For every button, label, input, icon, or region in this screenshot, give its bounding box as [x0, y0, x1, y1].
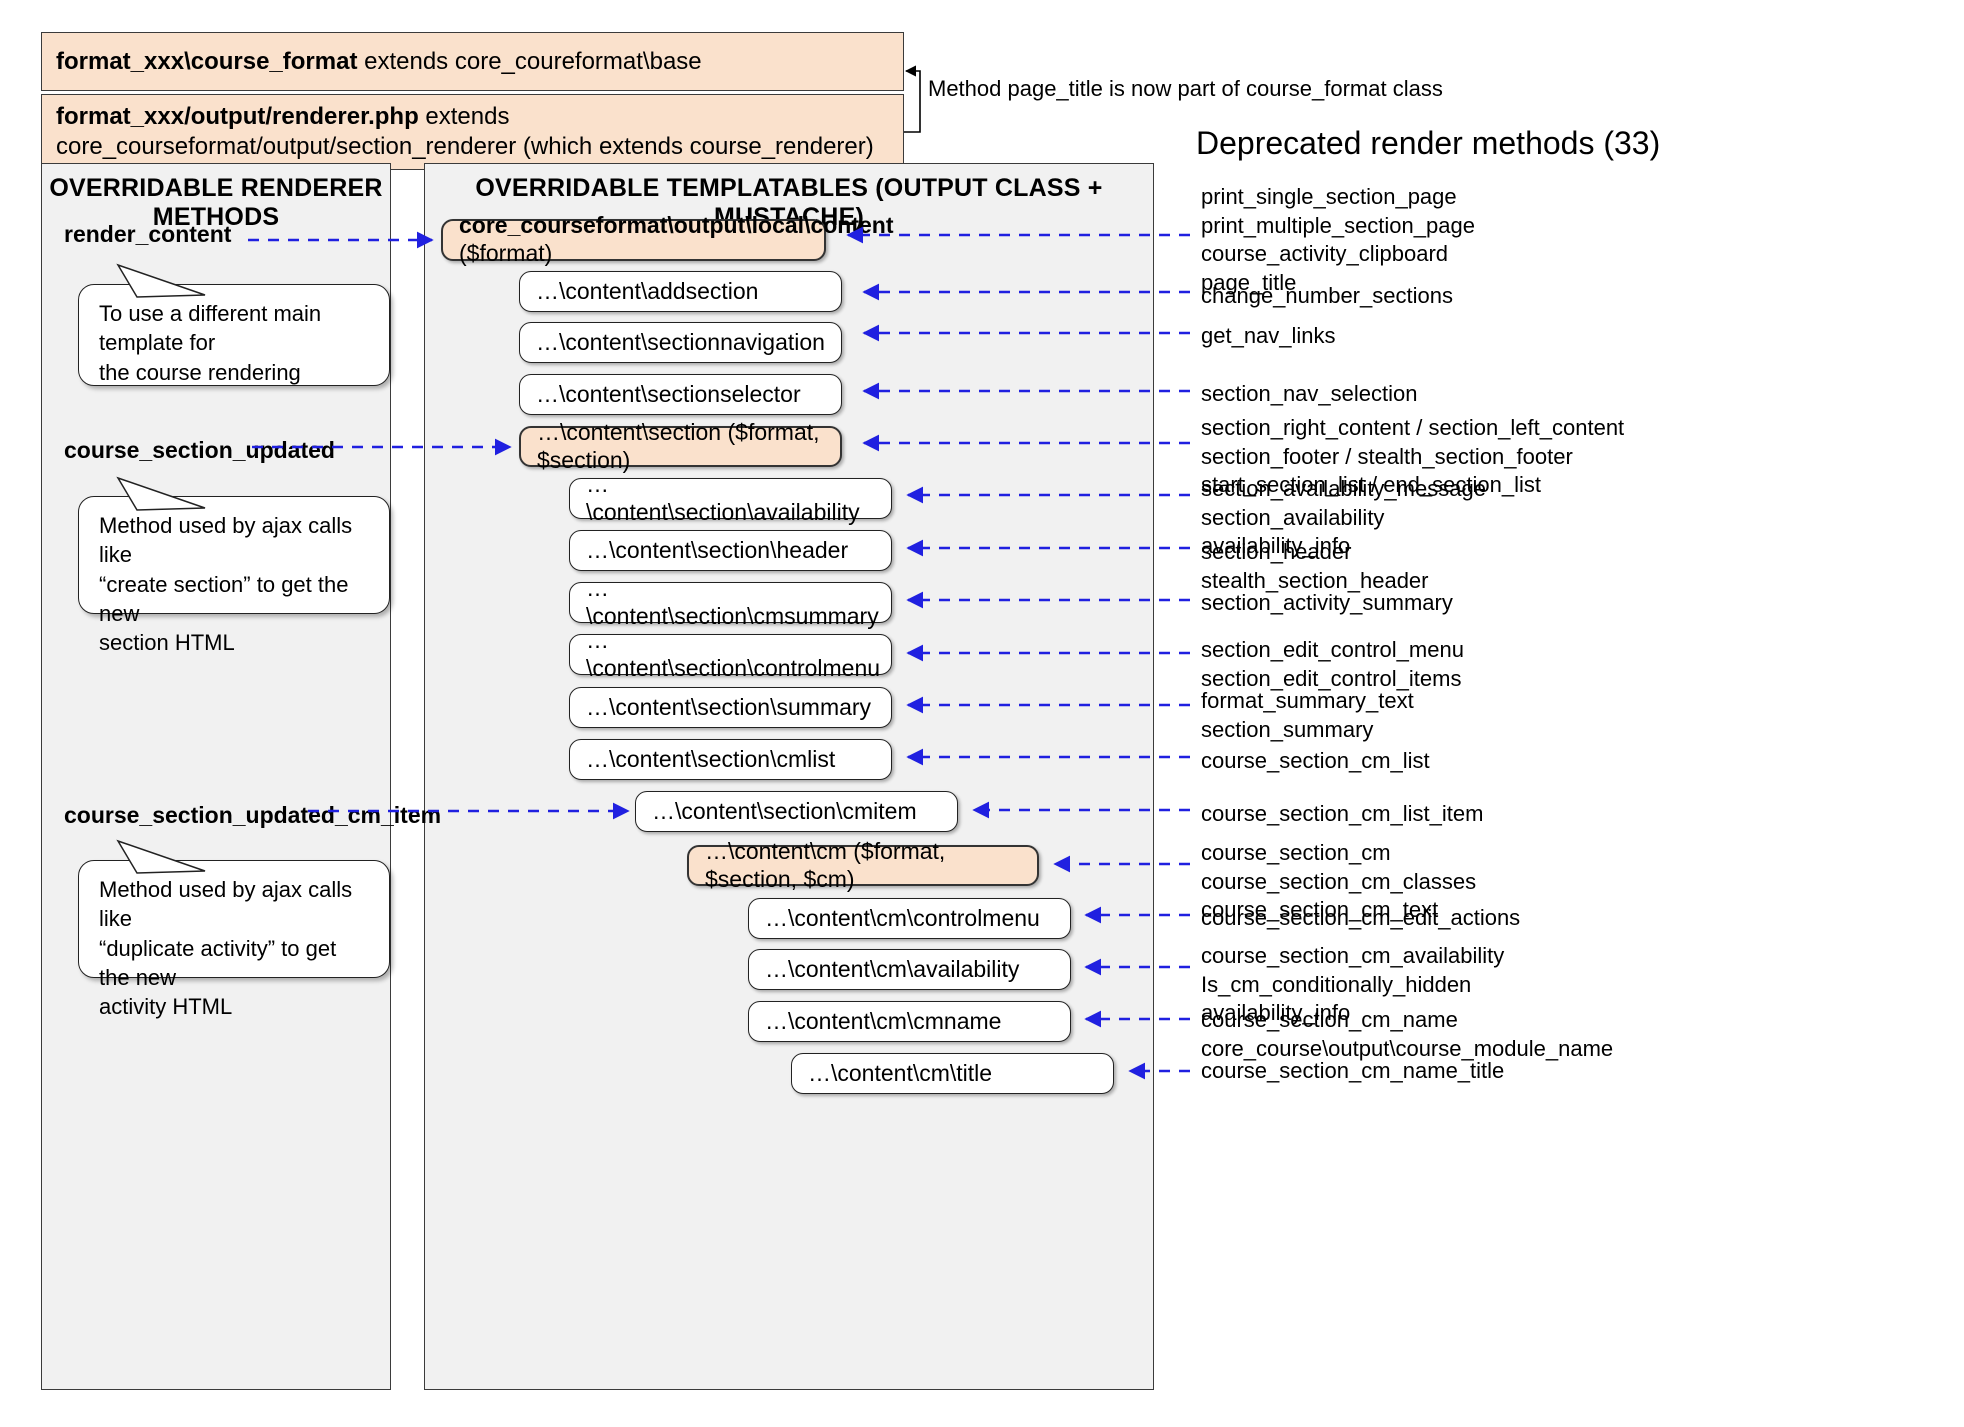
- node-section-controlmenu-label: …\content\section\controlmenu: [586, 626, 881, 681]
- node-section-summary[interactable]: …\content\section\summary: [569, 687, 892, 728]
- node-sectionselector-label: …\content\sectionselector: [536, 380, 801, 407]
- node-section-cmsummary-label: …\content\section\cmsummary: [586, 574, 879, 629]
- node-cm-cmname-label: …\content\cm\cmname: [765, 1007, 1002, 1034]
- node-content-format[interactable]: core_courseformat\output\local\content (…: [441, 212, 894, 266]
- node-cm-controlmenu[interactable]: …\content\cm\controlmenu: [748, 898, 1071, 939]
- deprecated-group-9: format_summary_text section_summary: [1201, 688, 1414, 742]
- node-section-cmlist[interactable]: …\content\section\cmlist: [569, 739, 892, 780]
- node-content-format-label-bold: core_courseformat\output\local\content: [459, 212, 894, 239]
- node-addsection[interactable]: …\content\addsection: [519, 271, 842, 312]
- node-section-cmitem-label: …\content\section\cmitem: [652, 797, 917, 824]
- deprecated-group-6: section_header stealth_section_header: [1201, 539, 1429, 593]
- callout-render-content: To use a different main template for the…: [78, 284, 390, 386]
- left-panel-title: OVERRIDABLE RENDERER METHODS: [49, 174, 383, 231]
- node-section-format-section[interactable]: …\content\section ($format, $section): [519, 419, 842, 473]
- node-sectionselector[interactable]: …\content\sectionselector: [519, 374, 842, 415]
- callout-course-section-updated-cm-item: Method used by ajax calls like “duplicat…: [78, 860, 390, 1019]
- node-section-summary-label: …\content\section\summary: [586, 693, 872, 720]
- renderer-method-course-section-updated[interactable]: course_section_updated: [64, 437, 335, 463]
- node-cm-availability-label: …\content\cm\availability: [765, 955, 1020, 982]
- node-cm-controlmenu-label: …\content\cm\controlmenu: [765, 904, 1040, 931]
- node-section-cmlist-label: …\content\section\cmlist: [586, 745, 836, 772]
- node-section-availability[interactable]: …\content\section\availability: [569, 471, 892, 525]
- node-content-format-label-args: ($format): [459, 240, 553, 266]
- deprecated-methods-title: Deprecated render methods (33): [1196, 125, 1661, 161]
- deprecated-group-12: course_section_cm course_section_cm_clas…: [1201, 840, 1477, 923]
- deprecated-group-11: course_section_cm_list_item: [1201, 801, 1484, 826]
- header-note-page-title: Method page_title is now part of course_…: [928, 76, 1443, 101]
- header-box-renderer-php-bold: format_xxx/output/renderer.php: [56, 103, 419, 130]
- node-section-header[interactable]: …\content\section\header: [569, 530, 892, 571]
- deprecated-group-16: course_section_cm_name_title: [1201, 1058, 1505, 1083]
- deprecated-group-7: section_activity_summary: [1201, 590, 1453, 615]
- node-section-cmsummary[interactable]: …\content\section\cmsummary: [569, 575, 892, 629]
- deprecated-group-8: section_edit_control_menu section_edit_c…: [1201, 637, 1464, 691]
- node-addsection-label: …\content\addsection: [536, 277, 759, 304]
- deprecated-group-15: course_section_cm_name core_course\outpu…: [1201, 1007, 1614, 1061]
- deprecated-group-3: section_nav_selection: [1201, 381, 1418, 406]
- header-box-course-format-rest: extends core_coureformat\base: [357, 47, 702, 75]
- node-cm-title[interactable]: …\content\cm\title: [791, 1053, 1114, 1094]
- node-section-cmitem[interactable]: …\content\section\cmitem: [635, 791, 958, 832]
- header-connector: [904, 65, 921, 133]
- header-box-course-format-bold: format_xxx\course_format: [56, 47, 358, 75]
- node-cm-availability[interactable]: …\content\cm\availability: [748, 949, 1071, 990]
- node-cm-title-label: …\content\cm\title: [808, 1059, 993, 1086]
- node-section-availability-label: …\content\section\availability: [586, 470, 860, 525]
- node-sectionnavigation[interactable]: …\content\sectionnavigation: [519, 322, 842, 363]
- deprecated-group-10: course_section_cm_list: [1201, 748, 1430, 773]
- node-section-header-label: …\content\section\header: [586, 536, 849, 563]
- node-section-format-section-label: …\content\section ($format, $section): [537, 418, 820, 473]
- deprecated-group-2: get_nav_links: [1201, 323, 1336, 348]
- node-section-controlmenu[interactable]: …\content\section\controlmenu: [569, 627, 892, 681]
- renderer-method-course-section-updated-cm-item[interactable]: course_section_updated_cm_item: [64, 802, 442, 828]
- header-box-renderer-php-rest: extends core_courseformat/output/section…: [56, 103, 874, 160]
- node-cm-format-section-cm[interactable]: …\content\cm ($format, $section, $cm): [687, 838, 1039, 892]
- header-box-renderer-php: format_xxx/output/renderer.php extends c…: [41, 94, 904, 170]
- deprecated-group-5: section_availability_message section_ava…: [1201, 476, 1486, 559]
- callout-course-section-updated: Method used by ajax calls like “create s…: [78, 496, 390, 655]
- deprecated-group-13: course_section_cm_edit_actions: [1201, 905, 1521, 930]
- node-sectionnavigation-label: …\content\sectionnavigation: [536, 328, 825, 355]
- deprecated-group-0: print_single_section_page print_multiple…: [1201, 184, 1475, 295]
- header-box-course-format: format_xxx\course_format extends core_co…: [41, 32, 904, 91]
- renderer-method-render-content[interactable]: render_content: [64, 221, 232, 247]
- node-cm-format-section-cm-label: …\content\cm ($format, $section, $cm): [705, 837, 946, 892]
- node-cm-cmname[interactable]: …\content\cm\cmname: [748, 1001, 1071, 1042]
- deprecated-group-14: course_section_cm_availability Is_cm_con…: [1201, 943, 1505, 1026]
- deprecated-group-4: section_right_content / section_left_con…: [1201, 415, 1625, 498]
- deprecated-group-1: change_number_sections: [1201, 283, 1453, 308]
